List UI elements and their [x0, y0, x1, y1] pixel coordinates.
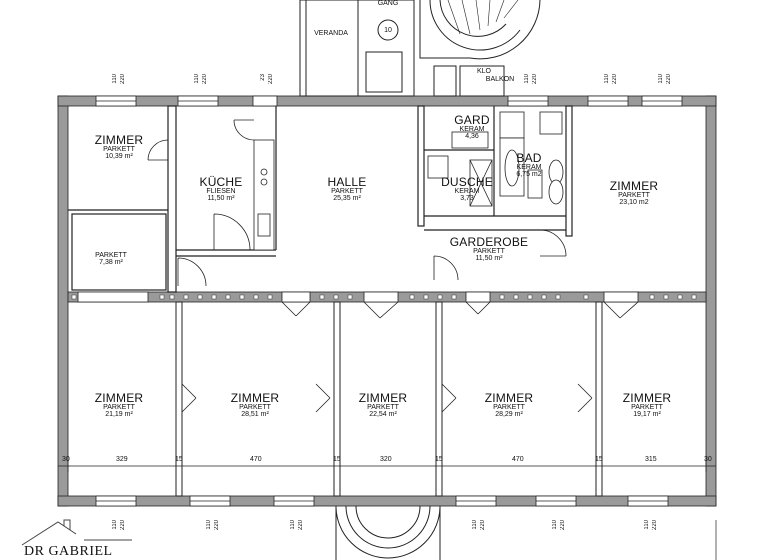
window-dim-w: 110 [644, 520, 650, 530]
room-dusche: DUSCHE KERAM 3,73 [436, 176, 498, 202]
window-dim-h: 220 [268, 74, 274, 85]
room-kueche: KÜCHE FLIESEN 11,50 m² [190, 176, 252, 202]
window-dim-w: 110 [194, 74, 200, 84]
room-floor: KERAM [454, 188, 480, 195]
room-name: GARDEROBE [449, 235, 529, 249]
window-dim-h: 220 [612, 74, 618, 85]
window-dim-h: 220 [202, 74, 208, 85]
room-area: 3,73 [460, 195, 474, 202]
room-zimmer-1: ZIMMER PARKETT 10,39 m² [88, 134, 150, 160]
logo-text: DR GABRIEL [24, 544, 113, 559]
room-floor: PARKETT [239, 404, 271, 411]
room-area: 21,19 m² [105, 411, 133, 418]
room-floor: PARKETT [103, 146, 135, 153]
room-name: ZIMMER [230, 391, 280, 405]
dim-width: 315 [645, 456, 657, 463]
dim-edge-right: 30 [704, 456, 712, 463]
window-dim-h: 220 [666, 74, 672, 85]
room-floor: FLIESEN [206, 188, 236, 195]
room-name: ZIMMER [622, 391, 672, 405]
window-dim-w: 110 [604, 74, 610, 84]
window-dim-h: 220 [120, 520, 126, 531]
window-dim-w: 110 [658, 74, 664, 84]
room-area: 6,75 m2 [516, 171, 542, 178]
room-zimmer-3: ZIMMER PARKETT 21,19 m² [86, 392, 152, 418]
room-zimmer-6: ZIMMER PARKETT 28,29 m² [476, 392, 542, 418]
window-dim-h: 220 [480, 520, 486, 531]
window-dim-h: 220 [560, 520, 566, 531]
room-name: ZIMMER [94, 133, 144, 147]
window-dim-w: 110 [524, 74, 530, 84]
room-floor: PARKETT [95, 252, 127, 259]
window-dim-h: 220 [532, 74, 538, 85]
room-area: 23,10 m2 [619, 199, 649, 206]
room-name: KÜCHE [199, 175, 243, 189]
dim-width: 329 [116, 456, 128, 463]
room-floor: PARKETT [473, 248, 505, 255]
window-dim-w: 110 [472, 520, 478, 530]
window-dim-w: 23 [260, 74, 266, 81]
room-name: GARD [454, 113, 490, 127]
dim-wall: 15 [175, 456, 183, 463]
room-zimmer-4: ZIMMER PARKETT 28,51 m² [222, 392, 288, 418]
room-floor: PARKETT [493, 404, 525, 411]
dim-width: 470 [250, 456, 262, 463]
room-area: 25,35 m² [333, 195, 361, 202]
room-floor: PARKETT [367, 404, 399, 411]
room-zimmer-7: ZIMMER PARKETT 19,17 m² [614, 392, 680, 418]
window-dim-w: 110 [290, 520, 296, 530]
window-dim-w: 110 [206, 520, 212, 530]
room-name: DUSCHE [441, 175, 493, 189]
dim-wall: 15 [333, 456, 341, 463]
room-name: ZIMMER [358, 391, 408, 405]
room-floor: PARKETT [618, 192, 650, 199]
room-bad: BAD KERAM 6,75 m2 [506, 152, 552, 178]
room-name: ZIMMER [609, 179, 659, 193]
window-dim-h: 220 [652, 520, 658, 531]
room-parkett: PARKETT 7,38 m² [84, 252, 138, 266]
dim-wall: 15 [595, 456, 603, 463]
window-dim-w: 110 [552, 520, 558, 530]
window-dim-h: 220 [214, 520, 220, 531]
dim-edge-left: 30 [62, 456, 70, 463]
room-name: HALLE [327, 175, 367, 189]
dim-width: 320 [380, 456, 392, 463]
room-area: 11,50 m² [207, 195, 235, 202]
label-balkon: BALKON [485, 76, 515, 83]
room-floor: PARKETT [631, 404, 663, 411]
label-gang: GANG [377, 0, 399, 7]
room-garderobe: GARDEROBE PARKETT 11,50 m² [444, 236, 534, 262]
room-area: 7,38 m² [99, 259, 123, 266]
room-gard: GARD KERAM 4,36 [450, 114, 494, 140]
dim-width: 470 [512, 456, 524, 463]
label-veranda: VERANDA [314, 30, 348, 37]
room-floor: KERAM [459, 126, 485, 133]
room-zimmer-5: ZIMMER PARKETT 22,54 m² [350, 392, 416, 418]
room-area: 10,39 m² [105, 153, 133, 160]
label-klo: KLO [476, 68, 491, 75]
room-floor: KERAM [516, 164, 542, 171]
window-dim-w: 110 [112, 74, 118, 84]
room-name: ZIMMER [484, 391, 534, 405]
room-area: 4,36 [465, 133, 479, 140]
room-name: ZIMMER [94, 391, 144, 405]
room-area: 19,17 m² [633, 411, 661, 418]
room-area: 28,51 m² [241, 411, 269, 418]
room-floor: PARKETT [331, 188, 363, 195]
room-area: 11,50 m² [475, 255, 503, 262]
room-name: BAD [516, 151, 542, 165]
logo-house-icon [21, 519, 132, 546]
room-area: 22,54 m² [369, 411, 397, 418]
room-area: 28,29 m² [495, 411, 523, 418]
window-dim-h: 220 [298, 520, 304, 531]
label-stair-number: 10 [384, 27, 392, 34]
room-zimmer-2: ZIMMER PARKETT 23,10 m2 [598, 180, 670, 206]
window-dim-h: 220 [120, 74, 126, 85]
room-floor: PARKETT [103, 404, 135, 411]
window-dim-w: 110 [112, 520, 118, 530]
room-halle: HALLE PARKETT 25,35 m² [312, 176, 382, 202]
dim-wall: 15 [435, 456, 443, 463]
